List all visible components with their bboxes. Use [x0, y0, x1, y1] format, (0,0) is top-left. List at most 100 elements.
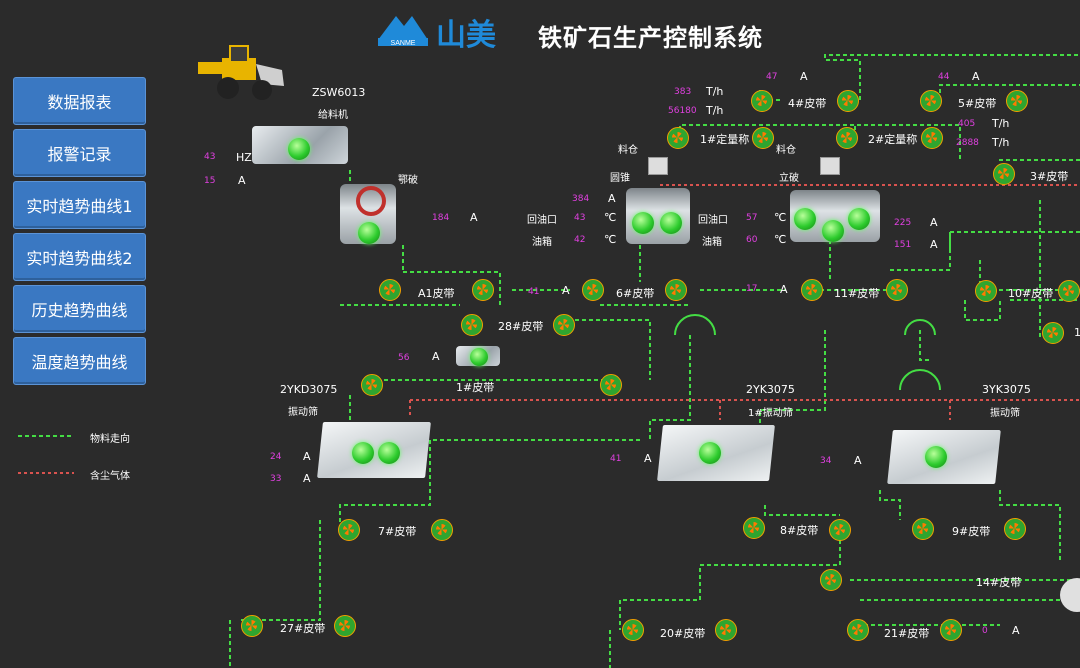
- feeder-a-value: 15: [204, 176, 216, 186]
- scale1-t2-unit: T/h: [706, 104, 724, 117]
- belt1-left-motor-icon[interactable]: [361, 374, 383, 396]
- scroll-handle-icon[interactable]: [1060, 578, 1080, 612]
- belt27-right-motor-icon[interactable]: [334, 615, 356, 637]
- belt1-status-light[interactable]: [470, 348, 488, 366]
- jaw-flywheel-icon: [356, 186, 386, 216]
- belt-edge-name: 1: [1074, 326, 1080, 339]
- belt11-unit: A: [780, 283, 788, 296]
- nav-alarm-record-button[interactable]: 报警记录: [13, 129, 146, 177]
- vsi-status-light-1[interactable]: [794, 208, 816, 230]
- belt5-name: 5#皮带: [958, 97, 997, 110]
- screen3-model: 3YK3075: [982, 383, 1031, 396]
- belt27-left-motor-icon[interactable]: [241, 615, 263, 637]
- cone-oil-return-unit: ℃: [604, 211, 617, 224]
- vsi-status-light-2[interactable]: [822, 220, 844, 242]
- jaw-a-unit: A: [470, 211, 478, 224]
- belt4-right-motor-icon[interactable]: [837, 90, 859, 112]
- belt11-right-motor-icon[interactable]: [886, 279, 908, 301]
- feeder-a-unit: A: [238, 174, 246, 187]
- scale1-t2-value: 56180: [668, 106, 697, 116]
- cone-oil-tank-value: 42: [574, 235, 586, 245]
- page-title: 铁矿石生产控制系统: [538, 24, 763, 52]
- brand-name: 山美: [436, 18, 496, 53]
- belt-edge-motor-icon[interactable]: [1042, 322, 1064, 344]
- belt28-left-motor-icon[interactable]: [461, 314, 483, 336]
- cone-a-unit: A: [608, 192, 616, 205]
- belt20-left-motor-icon[interactable]: [622, 619, 644, 641]
- screen1-status-light[interactable]: [699, 442, 721, 464]
- loader-icon: [192, 40, 288, 102]
- belt20-right-motor-icon[interactable]: [715, 619, 737, 641]
- scale1-t1-unit: T/h: [706, 85, 724, 98]
- belt9-right-motor-icon[interactable]: [1004, 518, 1026, 540]
- belt21-name: 21#皮带: [884, 627, 930, 640]
- belt7-right-motor-icon[interactable]: [431, 519, 453, 541]
- vsi-oil-return-unit: ℃: [774, 211, 787, 224]
- scale2-t2-value: 2888: [956, 138, 979, 148]
- belt6-left-motor-icon[interactable]: [582, 279, 604, 301]
- cone-bin-icon: [648, 157, 668, 175]
- scale2-right-motor-icon[interactable]: [921, 127, 943, 149]
- beltA1-right-motor-icon[interactable]: [472, 279, 494, 301]
- feeder-status-light[interactable]: [288, 138, 310, 160]
- belt10-left-motor-icon[interactable]: [975, 280, 997, 302]
- screen1-a-value: 41: [610, 454, 622, 464]
- jaw-crusher-name: 鄂破: [398, 175, 418, 186]
- belt14-left-motor-icon[interactable]: [820, 569, 842, 591]
- belt5-value: 44: [938, 72, 950, 82]
- belt5-right-motor-icon[interactable]: [1006, 90, 1028, 112]
- scale2-left-motor-icon[interactable]: [836, 127, 858, 149]
- belt20-name: 20#皮带: [660, 627, 706, 640]
- vsi-oil-tank-label: 油箱: [702, 237, 722, 248]
- belt1-right-motor-icon[interactable]: [600, 374, 622, 396]
- vsi-a2-value: 151: [894, 240, 912, 250]
- belt6-right-motor-icon[interactable]: [665, 279, 687, 301]
- belt5-left-motor-icon[interactable]: [920, 90, 942, 112]
- jaw-a-value: 184: [432, 213, 450, 223]
- nav-realtime-trend-2-button[interactable]: 实时趋势曲线2: [13, 233, 146, 281]
- cone-crusher-name: 圆锥: [610, 173, 630, 184]
- belt28-right-motor-icon[interactable]: [553, 314, 575, 336]
- belt4-left-motor-icon[interactable]: [751, 90, 773, 112]
- belt21-unit: A: [1012, 624, 1020, 637]
- screen2-a1-unit: A: [303, 450, 311, 463]
- belt1-name: 1#皮带: [456, 381, 495, 394]
- nav-data-report-button[interactable]: 数据报表: [13, 77, 146, 125]
- screen2-status-light-2[interactable]: [378, 442, 400, 464]
- vsi-a1-unit: A: [930, 216, 938, 229]
- belt6-name: 6#皮带: [616, 287, 655, 300]
- vsi-a2-unit: A: [930, 238, 938, 251]
- scale2-t1-unit: T/h: [992, 117, 1010, 130]
- nav-temperature-trend-button[interactable]: 温度趋势曲线: [13, 337, 146, 385]
- nav-realtime-trend-1-button[interactable]: 实时趋势曲线1: [13, 181, 146, 229]
- belt11-name: 11#皮带: [834, 287, 880, 300]
- vsi-a1-value: 225: [894, 218, 912, 228]
- jaw-crusher-status-light[interactable]: [358, 222, 380, 244]
- belt10-right-motor-icon[interactable]: [1058, 280, 1080, 302]
- screen3-status-light[interactable]: [925, 446, 947, 468]
- belt3-left-motor-icon[interactable]: [993, 163, 1015, 185]
- scale2-t1-value: 405: [958, 119, 976, 129]
- belt9-left-motor-icon[interactable]: [912, 518, 934, 540]
- belt7-left-motor-icon[interactable]: [338, 519, 360, 541]
- belt11-left-motor-icon[interactable]: [801, 279, 823, 301]
- feeder-hz-unit: HZ: [236, 151, 252, 164]
- belt21-value: 0: [982, 626, 988, 636]
- nav-history-trend-button[interactable]: 历史趋势曲线: [13, 285, 146, 333]
- vsi-status-light-3[interactable]: [848, 208, 870, 230]
- belt21-left-motor-icon[interactable]: [847, 619, 869, 641]
- belt6-unit: A: [562, 284, 570, 297]
- belt9-name: 9#皮带: [952, 525, 991, 538]
- belt21-right-motor-icon[interactable]: [940, 619, 962, 641]
- beltA1-left-motor-icon[interactable]: [379, 279, 401, 301]
- belt8-right-motor-icon[interactable]: [829, 519, 851, 541]
- screen3-name: 振动筛: [990, 408, 1020, 419]
- cone-status-light-2[interactable]: [660, 212, 682, 234]
- scale1-name: 1#定量称: [700, 133, 750, 146]
- cone-status-light-1[interactable]: [632, 212, 654, 234]
- scale1-left-motor-icon[interactable]: [667, 127, 689, 149]
- screen2-status-light-1[interactable]: [352, 442, 374, 464]
- belt8-left-motor-icon[interactable]: [743, 517, 765, 539]
- scale1-t1-value: 383: [674, 87, 692, 97]
- scale1-right-motor-icon[interactable]: [752, 127, 774, 149]
